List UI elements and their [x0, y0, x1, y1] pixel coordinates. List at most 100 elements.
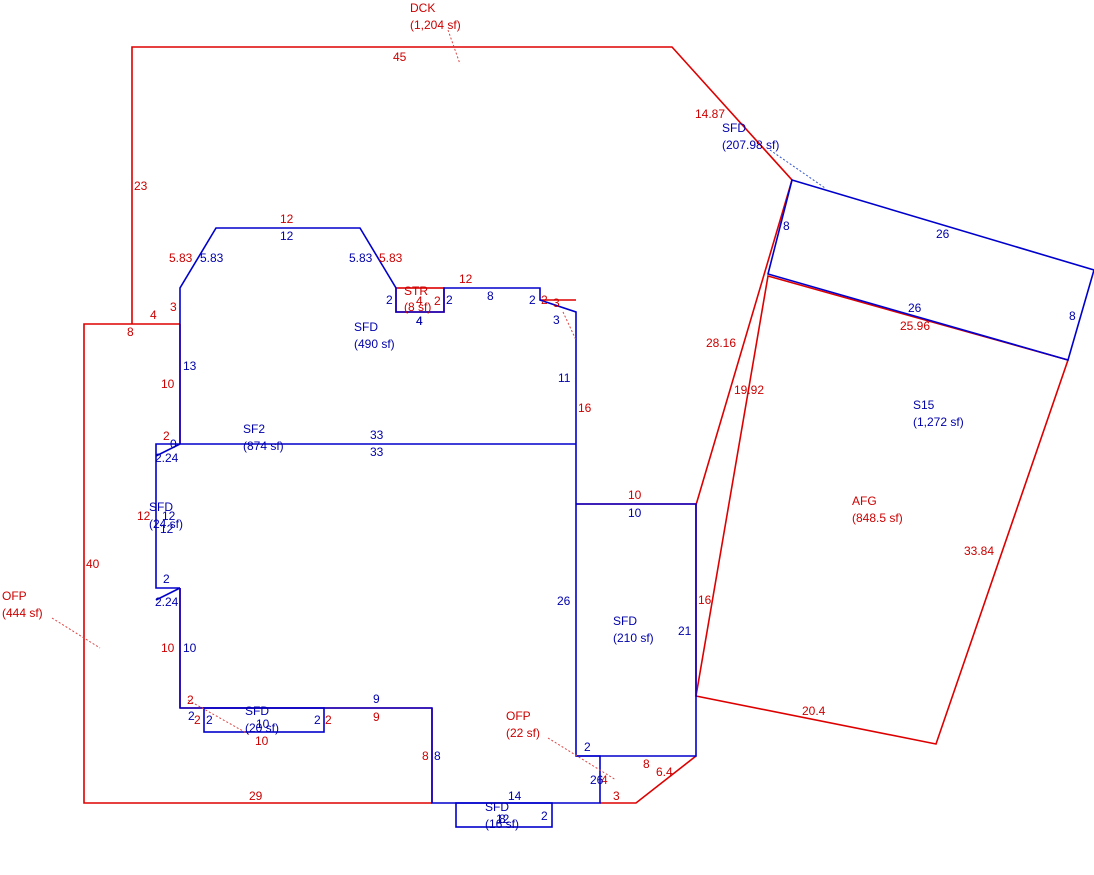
- dim-label: 33.84: [964, 544, 994, 558]
- dim-label: 8: [499, 812, 506, 826]
- dim-label: 5.83: [200, 251, 224, 265]
- sf2-area: (874 sf): [243, 439, 284, 453]
- sfd-left-code: SFD: [149, 500, 173, 514]
- dim-label: 2: [541, 809, 548, 823]
- dim-label: 14: [508, 789, 522, 803]
- ofp-bottom-area: (22 sf): [506, 726, 540, 740]
- dim-label: 13: [183, 359, 197, 373]
- dim-label: 10: [183, 641, 197, 655]
- dim-label: 14.87: [695, 107, 725, 121]
- dim-label: 4: [416, 314, 423, 328]
- dim-label: 10: [256, 717, 270, 731]
- dim-label: 2: [163, 429, 170, 443]
- dim-label: 23: [134, 179, 148, 193]
- ofp-left-code: OFP: [2, 589, 27, 603]
- dim-label: 0: [170, 437, 177, 451]
- sfd-main-area: (490 sf): [354, 337, 395, 351]
- dim-label: 9: [373, 692, 380, 706]
- ofp-outline: [83, 323, 432, 804]
- dim-label: 25.96: [900, 319, 930, 333]
- afg-area: (848.5 sf): [852, 511, 903, 525]
- sfd-ne-code: SFD: [722, 121, 746, 135]
- dim-label: 12: [280, 229, 294, 243]
- dim-label: 2: [163, 572, 170, 586]
- dim-label: 12: [160, 522, 174, 536]
- dim-label: 8: [127, 325, 134, 339]
- dim-label: 2: [434, 294, 441, 308]
- dck-area: (1,204 sf): [410, 18, 461, 32]
- dim-label: 12: [459, 272, 473, 286]
- blue-outlines: [155, 178, 1094, 828]
- str-area: (8 sf): [404, 300, 431, 314]
- dim-label: 26: [908, 301, 922, 315]
- dim-label: 2.24: [155, 451, 179, 465]
- dim-label: 20.4: [802, 704, 826, 718]
- dim-label: 10: [628, 506, 642, 520]
- dim-label: 11: [558, 371, 571, 385]
- sfd-bump-area: (20 sf): [245, 721, 279, 735]
- dim-label: 2: [386, 293, 393, 307]
- dim-label: 2: [584, 740, 591, 754]
- dim-label: 10: [161, 641, 175, 655]
- dim-label: 3: [553, 313, 560, 327]
- sfd-bump-outline: [203, 707, 325, 733]
- dim-label: 5.83: [169, 251, 193, 265]
- dim-label: 29: [249, 789, 263, 803]
- dim-label: 8: [783, 219, 790, 233]
- dim-label: 3: [613, 789, 620, 803]
- dim-label: 2: [188, 709, 195, 723]
- dck-code: DCK: [410, 1, 435, 15]
- area-labels: DCK (1,204 sf) SFD (207.98 sf) SFD (490 …: [2, 1, 964, 831]
- dim-label: 5.83: [379, 251, 403, 265]
- dim-label: 12: [137, 509, 151, 523]
- dim-label: 33: [370, 428, 384, 442]
- sfd-bump-code: SFD: [245, 704, 269, 718]
- sfd-bottom-outline: [455, 802, 553, 828]
- afg-code: AFG: [852, 494, 877, 508]
- dim-label: 16: [698, 593, 712, 607]
- ofp-left-area: (444 sf): [2, 606, 43, 620]
- ofp-bottom-outline: [600, 755, 697, 804]
- sfd-ne-area: (207.98 sf): [722, 138, 779, 152]
- dim-label: 26: [936, 227, 950, 241]
- sfd-right-outline: [576, 503, 697, 757]
- sfd-left-outline: [155, 443, 180, 589]
- dim-label: 28.16: [706, 336, 736, 350]
- dim-label: 3: [553, 296, 560, 310]
- dim-label: 3: [170, 300, 177, 314]
- sfd-right-area: (210 sf): [613, 631, 654, 645]
- dim-label: 10: [628, 488, 642, 502]
- dim-label: 2: [529, 293, 536, 307]
- dimension-labels-blue: 5.83 12 5.83 2 4 2 8 2 3 4 13 11 33 33 0…: [155, 219, 1076, 826]
- dim-label: 45: [393, 50, 407, 64]
- dim-label: 21: [678, 624, 692, 638]
- afg-outline: [695, 274, 1070, 745]
- str-code: STR: [404, 284, 428, 298]
- dimension-labels-red: 45 14.87 23 4 8 3 5.83 12 5.83 12 2 3 10…: [86, 50, 994, 803]
- dim-label: 4: [150, 308, 157, 322]
- dim-label: 2: [446, 293, 453, 307]
- dim-label: 6.4: [656, 765, 673, 779]
- sf2-code: SF2: [243, 422, 265, 436]
- dim-label: 2: [325, 713, 332, 727]
- s15-code: S15: [913, 398, 935, 412]
- dim-label: 33: [370, 445, 384, 459]
- dim-label: 19.92: [734, 383, 764, 397]
- dim-label: 2: [541, 293, 548, 307]
- dim-label: 8: [434, 749, 441, 763]
- dim-label: 10: [255, 734, 269, 748]
- deck-outline: [131, 46, 793, 506]
- dim-label: 12: [162, 509, 176, 523]
- sfd-right-code: SFD: [613, 614, 637, 628]
- dim-label: 2: [206, 713, 213, 727]
- dim-label: 2.24: [155, 595, 179, 609]
- leaders: [51, 29, 826, 781]
- dim-label: 5.83: [349, 251, 373, 265]
- dim-label: 4: [416, 314, 423, 328]
- dim-label: 8: [1069, 309, 1076, 323]
- dim-label: 26: [590, 773, 604, 787]
- dim-label: 40: [86, 557, 100, 571]
- sfd-left-area: (24 sf): [149, 517, 183, 531]
- dim-label: 2: [187, 693, 194, 707]
- sfd-bottom-code: SFD: [485, 800, 509, 814]
